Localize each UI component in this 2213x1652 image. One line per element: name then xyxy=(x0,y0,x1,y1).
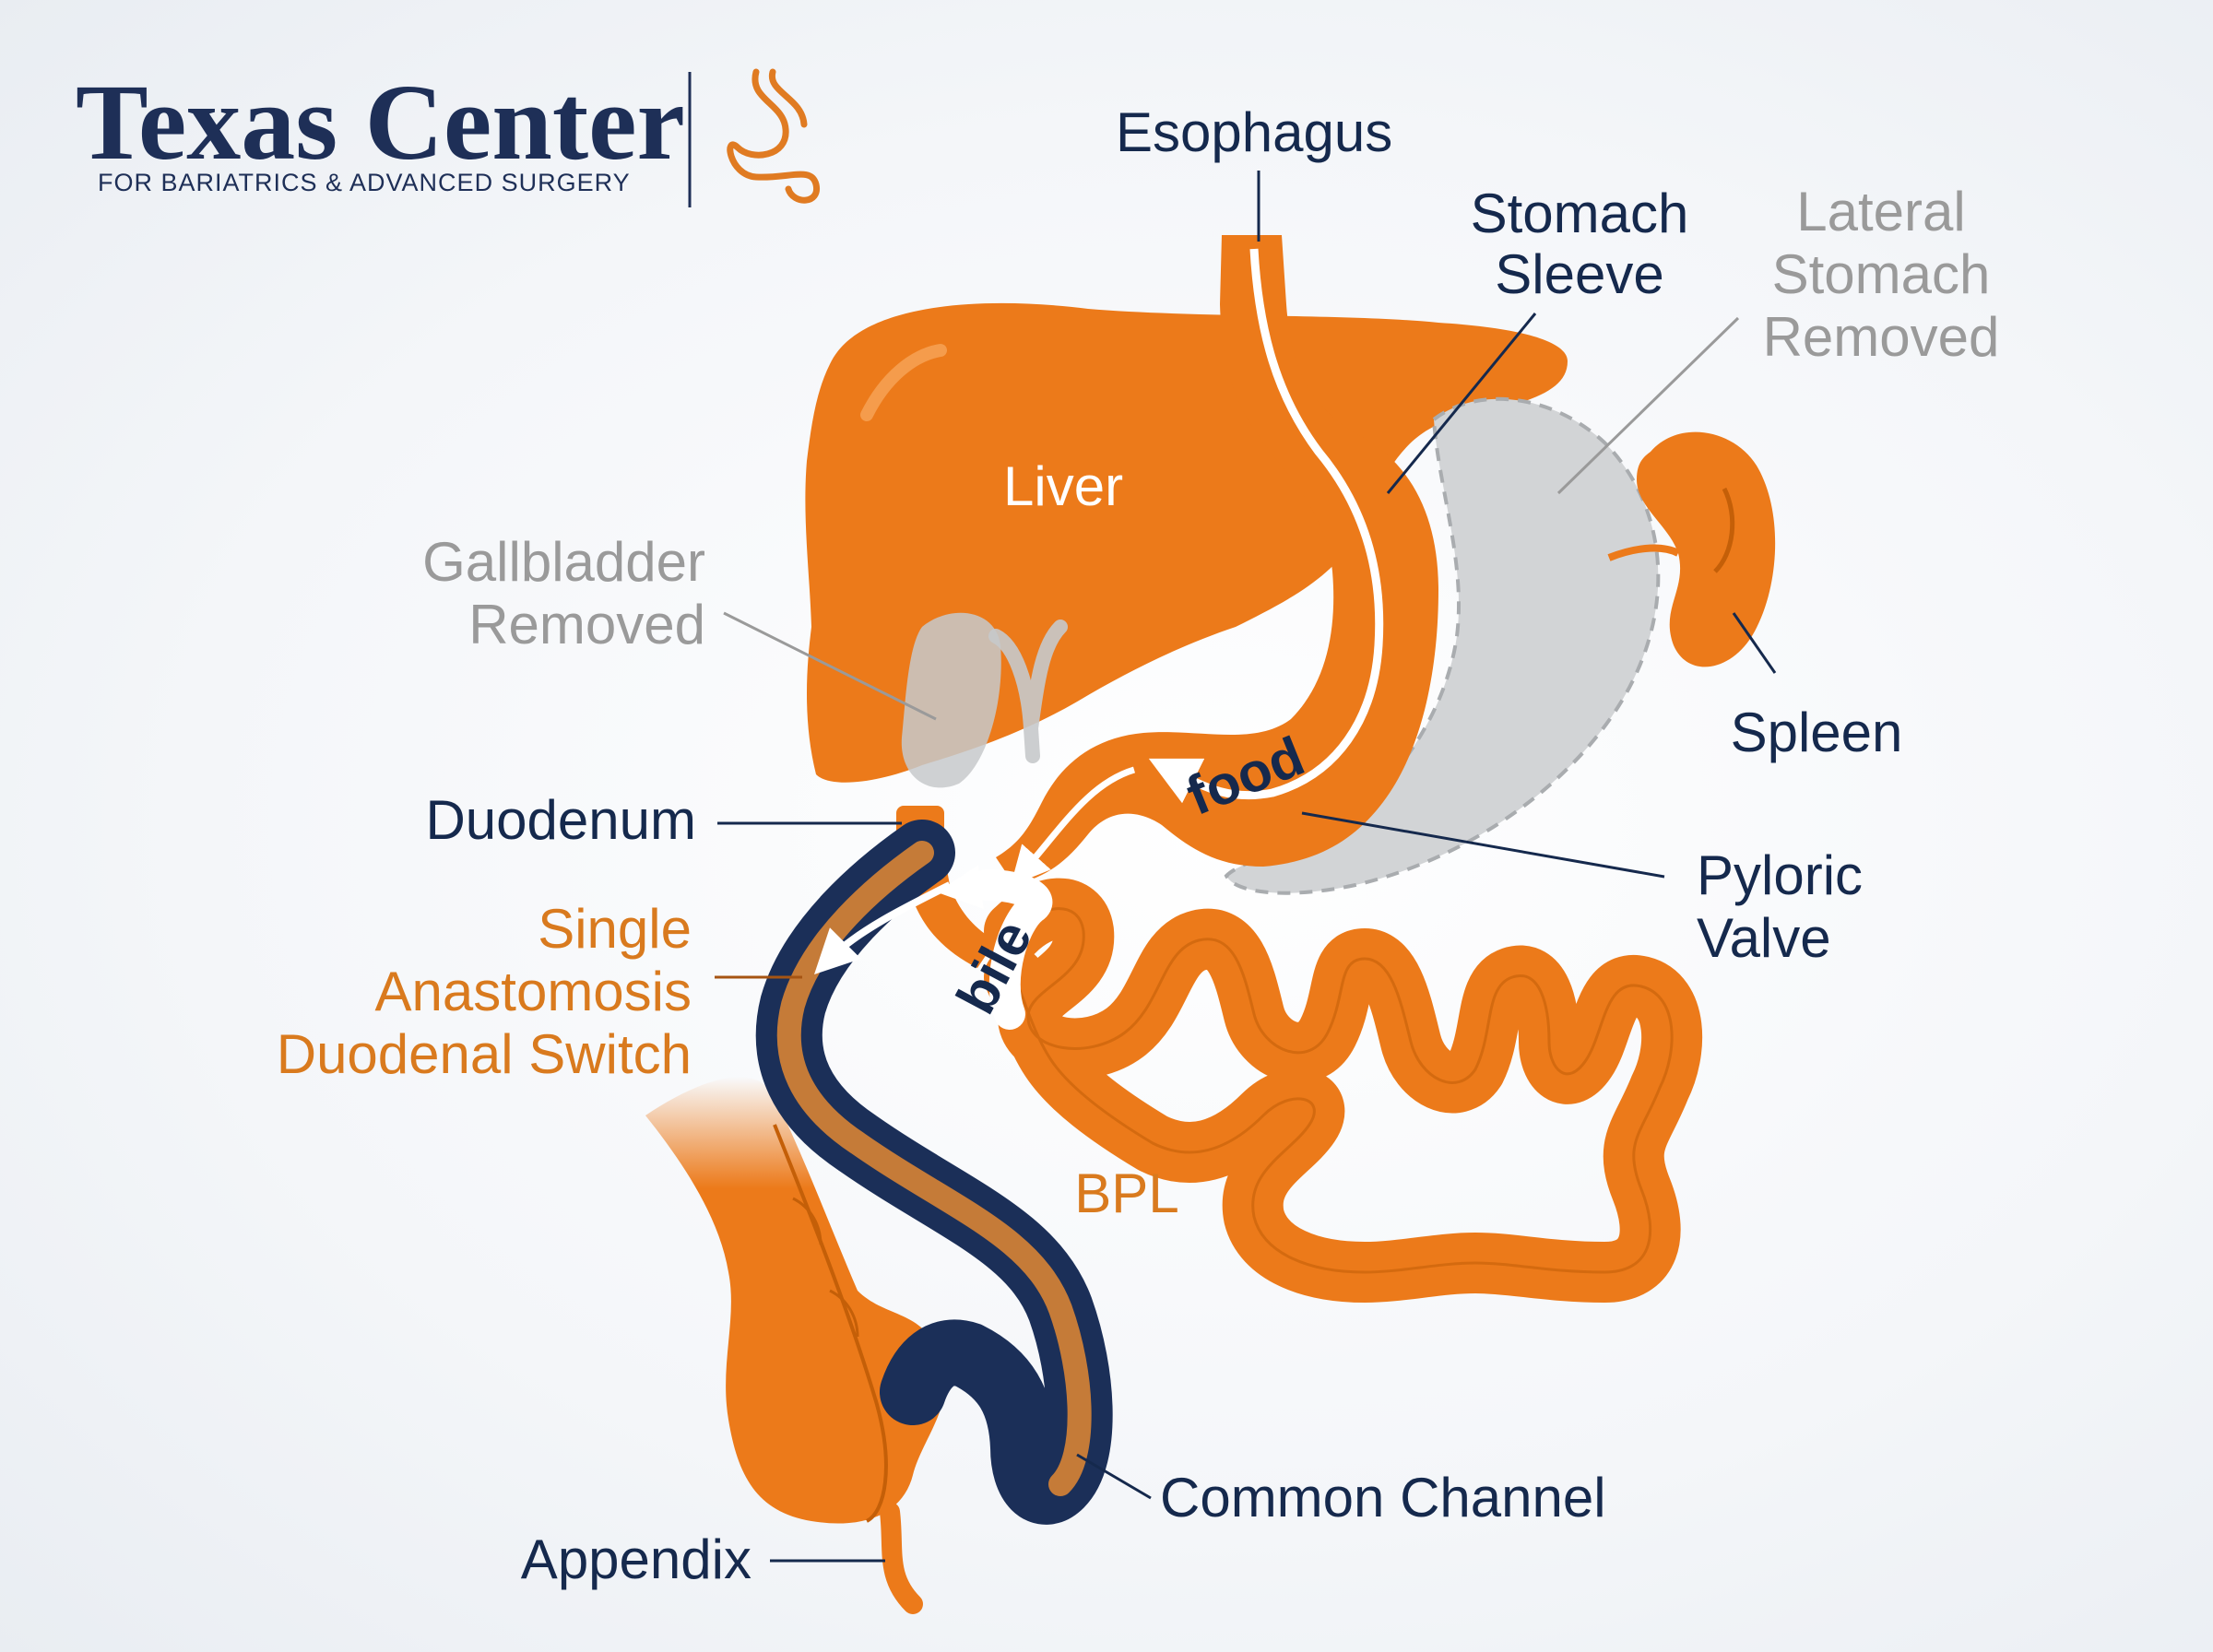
svg-text:Valve: Valve xyxy=(1697,907,1831,969)
common-channel-leader xyxy=(1076,1453,1152,1500)
logo: Texas Center FOR BARIATRICS & ADVANCED S… xyxy=(76,62,820,207)
pyloric-valve-label: Pyloric Valve xyxy=(1697,844,1863,969)
spleen-leader xyxy=(1732,612,1777,674)
lateral-stomach-leader xyxy=(1556,316,1740,495)
common-channel-label: Common Channel xyxy=(1160,1467,1606,1528)
esophagus-label: Esophagus xyxy=(1116,101,1392,163)
svg-text:Stomach: Stomach xyxy=(1471,183,1689,244)
svg-text:Single: Single xyxy=(538,898,692,960)
lateral-stomach-removed xyxy=(1224,396,1661,895)
lateral-stomach-removed-label: Lateral Stomach Removed xyxy=(1763,181,2000,368)
stomach-sleeve: food xyxy=(996,235,1438,886)
liver-label: Liver xyxy=(1003,455,1123,517)
svg-text:Removed: Removed xyxy=(468,594,705,655)
colon xyxy=(645,1077,946,1614)
svg-text:Stomach: Stomach xyxy=(1772,243,1991,305)
svg-text:Anastomosis: Anastomosis xyxy=(375,961,692,1022)
gallbladder-leader xyxy=(723,611,937,721)
gallbladder-removed xyxy=(901,612,1068,788)
svg-text:Duodenal Switch: Duodenal Switch xyxy=(277,1023,692,1085)
duodenum-label: Duodenum xyxy=(425,789,696,851)
bpl-intestine-outline xyxy=(1012,907,1674,1274)
stomach-sleeve-leader xyxy=(1386,313,1537,494)
svg-text:Lateral: Lateral xyxy=(1796,181,1965,242)
common-channel xyxy=(755,820,1113,1525)
gallbladder-removed-label: Gallbladder Removed xyxy=(422,531,705,655)
svg-text:Pyloric: Pyloric xyxy=(1697,844,1863,906)
svg-text:Removed: Removed xyxy=(1763,306,2000,368)
sads-label: Single Anastomosis Duodenal Switch xyxy=(277,898,692,1085)
stomach-sleeve-label: Stomach Sleeve xyxy=(1471,183,1689,305)
pyloric-valve-leader xyxy=(1301,811,1665,879)
appendix-label: Appendix xyxy=(521,1528,751,1590)
svg-text:Gallbladder: Gallbladder xyxy=(422,531,705,593)
spleen xyxy=(1607,431,1776,667)
logo-title: Texas Center xyxy=(76,62,685,183)
stomach-intestine-icon xyxy=(727,68,820,204)
appendix xyxy=(880,1502,923,1614)
spleen-label: Spleen xyxy=(1731,702,1903,763)
bpl-label: BPL xyxy=(1074,1162,1178,1224)
logo-subtitle: FOR BARIATRICS & ADVANCED SURGERY xyxy=(98,169,631,196)
svg-text:Sleeve: Sleeve xyxy=(1495,243,1663,305)
